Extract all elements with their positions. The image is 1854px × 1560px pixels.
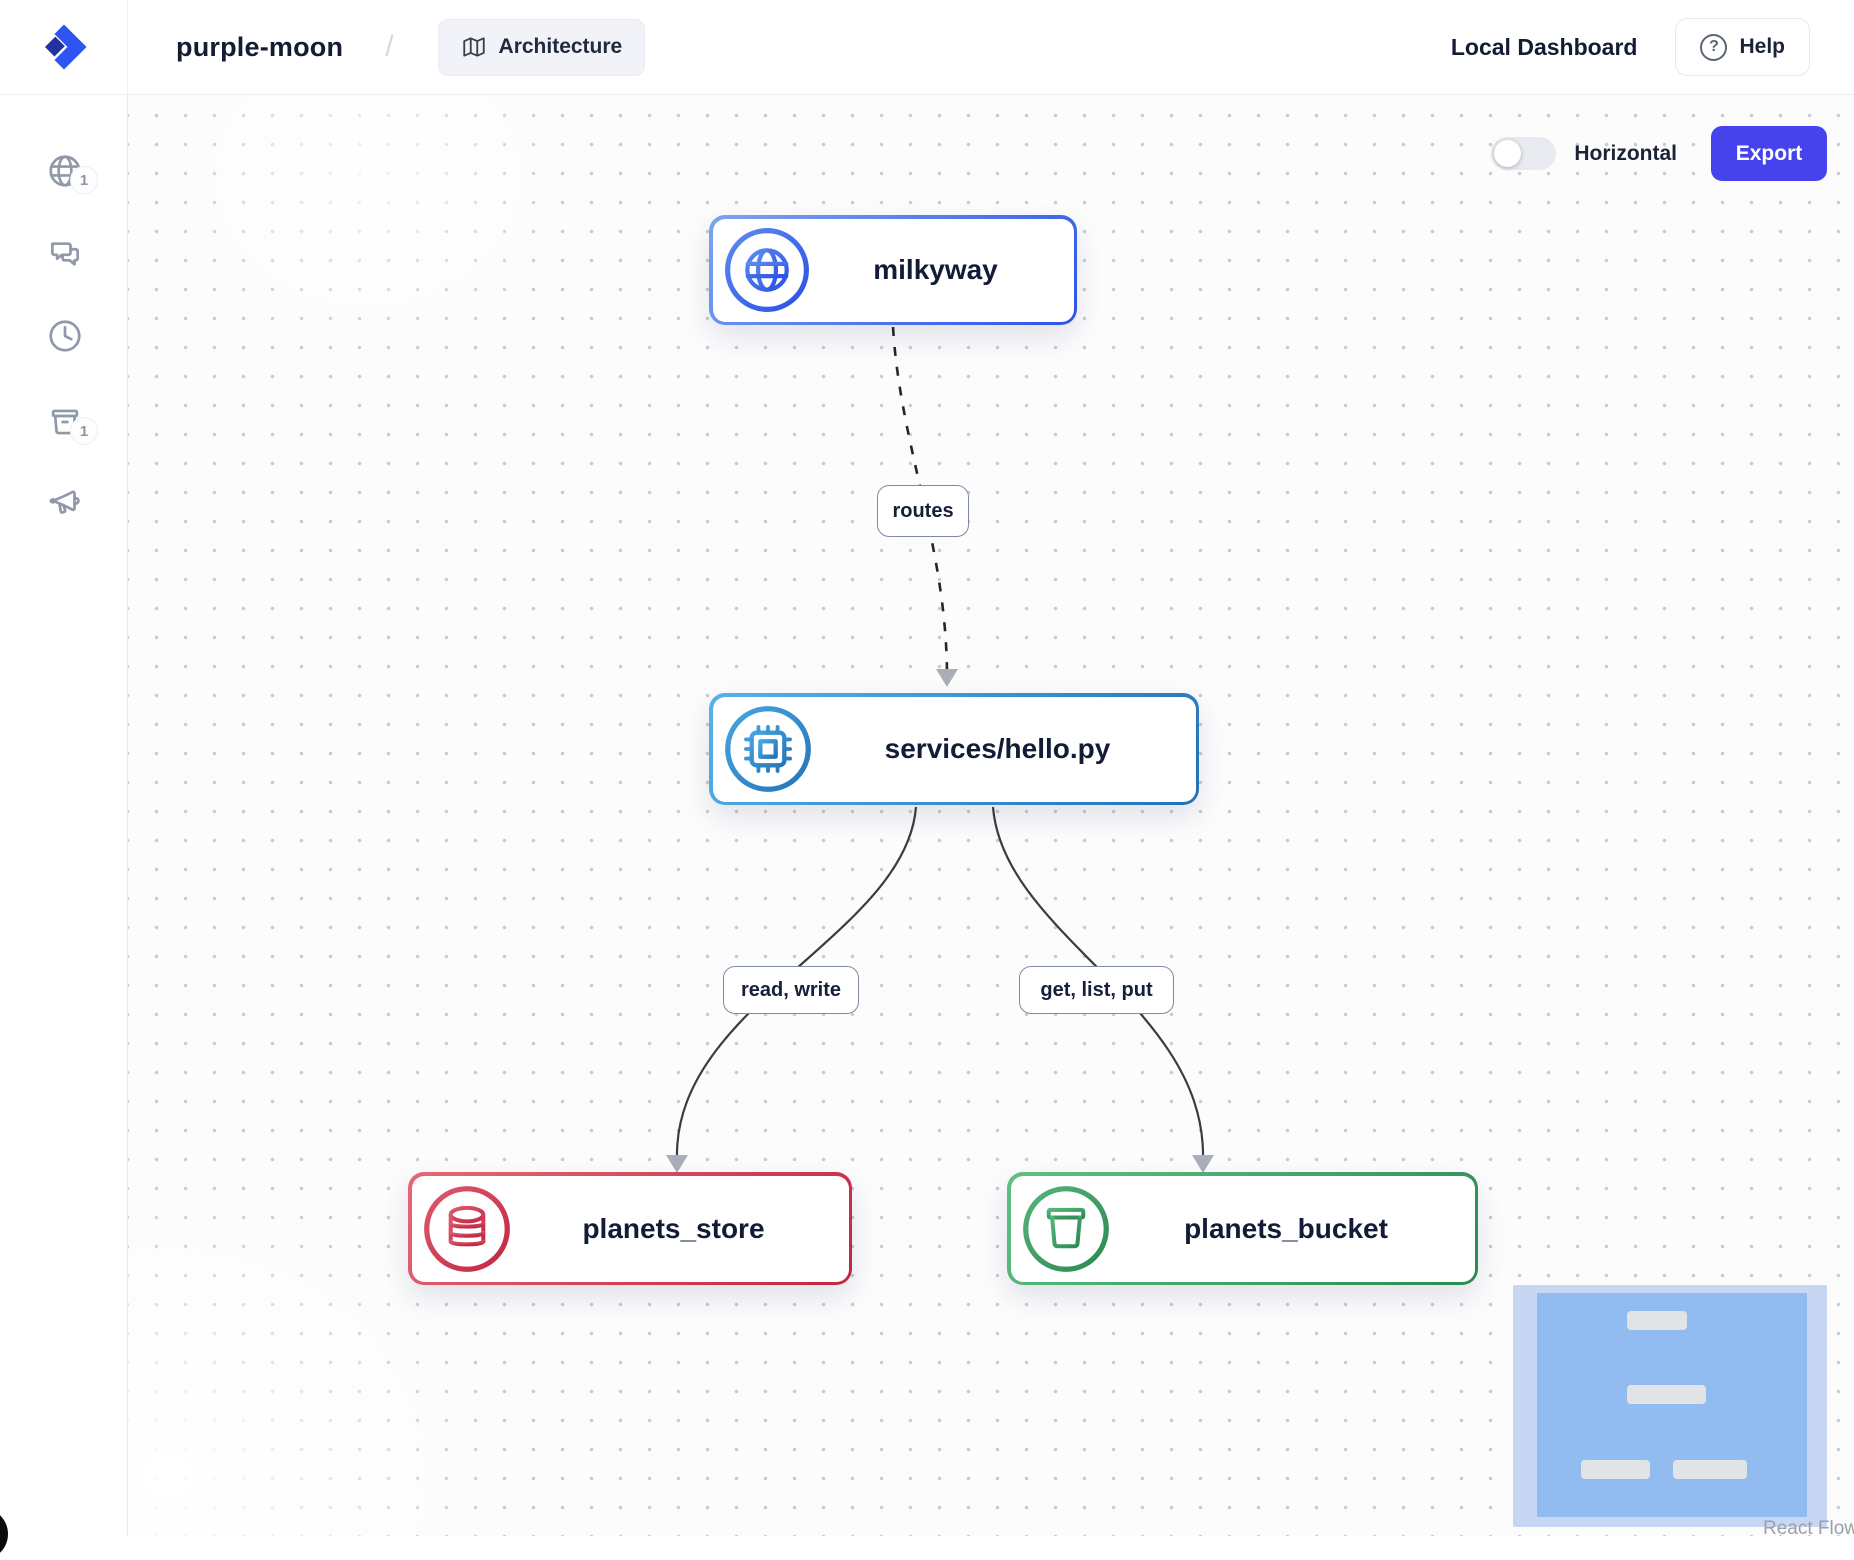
horizontal-toggle[interactable]: [1491, 137, 1557, 170]
logo-icon: [44, 24, 87, 70]
node-label: milkyway: [873, 254, 998, 285]
bucket-icon: [1022, 1185, 1109, 1272]
globe-icon: [724, 228, 809, 312]
canvas-controls: Horizontal Export: [1491, 126, 1827, 181]
sidebar-item-storage[interactable]: 1: [46, 403, 98, 445]
app-header: purple-moon / Architecture Local Dashboa…: [0, 0, 1854, 95]
node-label: planets_bucket: [1184, 1212, 1388, 1244]
node-milkyway[interactable]: milkyway: [709, 215, 1077, 325]
sidebar-badge-storage: 1: [70, 417, 98, 445]
left-sidebar: 1 1: [0, 95, 128, 1536]
node-planets-store[interactable]: planets_store: [408, 1172, 852, 1285]
edge-label-read-write[interactable]: read, write: [723, 966, 859, 1014]
help-button[interactable]: ? Help: [1675, 18, 1810, 76]
minimap-viewport[interactable]: [1537, 1293, 1807, 1517]
edge-routes-arrowhead: [936, 669, 958, 687]
sidebar-badge-apis: 1: [70, 166, 98, 194]
corner-decoration: [0, 1508, 8, 1560]
megaphone-icon: [49, 490, 80, 514]
edge-label-get-list-put[interactable]: get, list, put: [1019, 966, 1174, 1014]
sidebar-item-messages[interactable]: [46, 235, 84, 273]
minimap-node: [1627, 1311, 1687, 1330]
sidebar-item-announcements[interactable]: [46, 485, 84, 523]
edge-read-write-arrowhead: [666, 1155, 688, 1173]
toggle-knob: [1494, 140, 1522, 167]
sidebar-item-apis[interactable]: 1: [46, 152, 98, 194]
chat-icon: [50, 242, 80, 266]
edge-label-routes[interactable]: routes: [877, 485, 969, 537]
question-mark-icon: ?: [1700, 33, 1728, 61]
edge-get-list-put-arrowhead: [1192, 1155, 1214, 1173]
architecture-tab[interactable]: Architecture: [437, 18, 646, 76]
local-dashboard-link[interactable]: Local Dashboard: [1450, 33, 1638, 60]
minimap-node: [1627, 1385, 1706, 1404]
map-icon: [462, 37, 485, 57]
flow-canvas[interactable]: Horizontal Export milkyway: [128, 95, 1854, 1536]
app-logo[interactable]: [0, 0, 128, 95]
sidebar-item-history[interactable]: [46, 317, 84, 355]
node-label: planets_store: [582, 1212, 765, 1244]
breadcrumb-project[interactable]: purple-moon: [176, 31, 344, 62]
architecture-tab-label: Architecture: [498, 35, 623, 58]
minimap[interactable]: [1513, 1285, 1827, 1527]
node-planets-bucket[interactable]: planets_bucket: [1007, 1172, 1478, 1285]
node-label: services/hello.py: [884, 733, 1111, 764]
horizontal-toggle-label: Horizontal: [1574, 141, 1677, 165]
help-button-label: Help: [1739, 35, 1785, 58]
react-flow-attribution[interactable]: React Flow: [1763, 1518, 1854, 1536]
minimap-node: [1673, 1460, 1747, 1479]
export-button[interactable]: Export: [1711, 126, 1827, 181]
breadcrumb-separator: /: [385, 30, 394, 63]
node-services-hello[interactable]: services/hello.py: [709, 693, 1199, 805]
edge-routes[interactable]: [891, 326, 949, 674]
clock-icon: [49, 320, 81, 352]
minimap-node: [1581, 1460, 1650, 1479]
database-icon: [423, 1185, 510, 1272]
cpu-icon: [724, 706, 811, 792]
